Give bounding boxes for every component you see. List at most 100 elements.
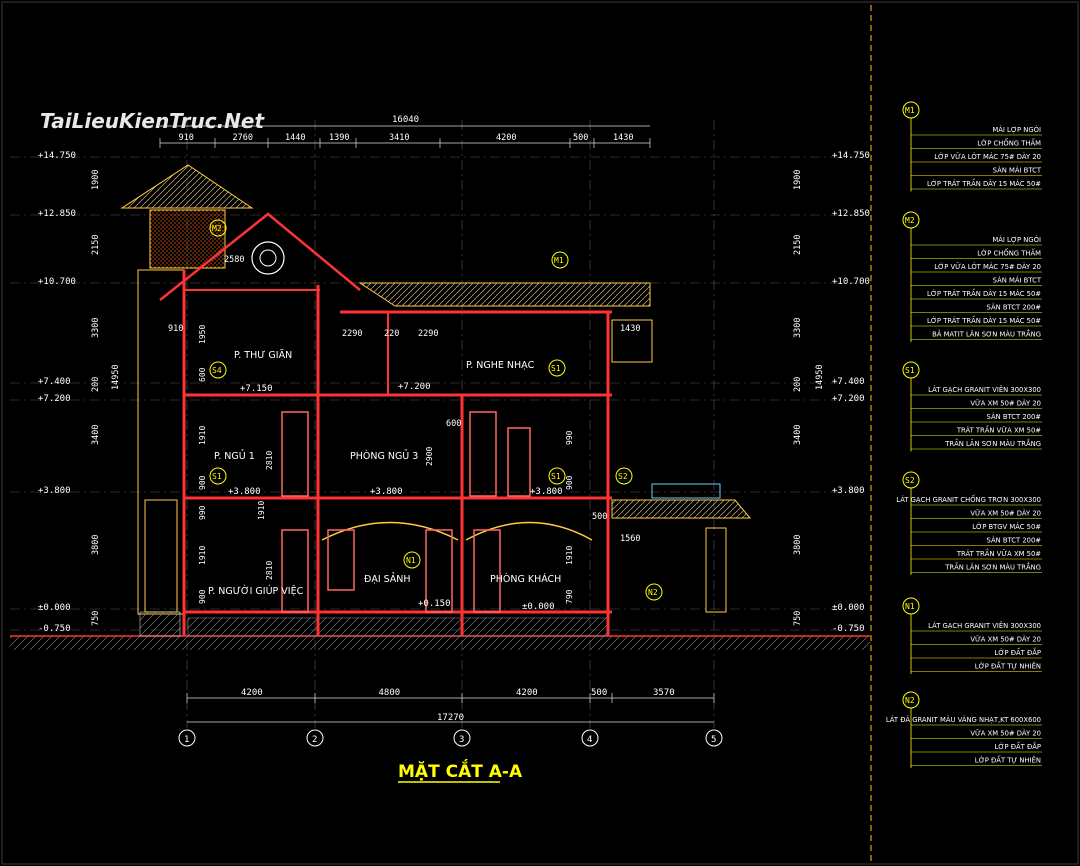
side-dim: 200: [793, 377, 803, 392]
legend-tag-m2: M2: [905, 216, 915, 225]
room-label: ĐẠI SẢNH: [364, 573, 410, 585]
inner-vertical-dim: 600: [198, 367, 207, 382]
section-tag-bubble: [209, 361, 227, 379]
inner-dim: 1430: [620, 324, 640, 334]
legend-line: MÁI LỢP NGÓI: [992, 235, 1041, 244]
side-dim: 3300: [793, 318, 803, 338]
side-dim: 750: [793, 611, 803, 626]
inner-dim: 2810: [265, 561, 274, 580]
balcony-railing: [651, 483, 721, 499]
axis-label-3: 3: [459, 735, 464, 745]
inner-vertical-dim: 900: [198, 589, 207, 604]
inner-dim: 220: [384, 329, 399, 339]
legend-line: LÁT GẠCH GRANIT CHỐNG TRƠN 300X300: [896, 494, 1041, 504]
inner-dim: 2290: [342, 329, 362, 339]
level-label-left: +7.200: [38, 394, 71, 404]
porch-column: [705, 527, 727, 613]
level-label-right: +7.200: [832, 394, 865, 404]
dim-bottom-segment: 500: [591, 688, 607, 698]
watermark-text: TaiLieuKienTruc.Net: [40, 109, 265, 133]
legend-line: VỮA XM 50# DÀY 20: [970, 635, 1041, 644]
inner-vertical-dim: 1910: [198, 426, 207, 445]
side-dim: 3800: [793, 535, 803, 555]
legend-line: TRẦN LĂN SƠN MÀU TRẮNG: [944, 562, 1041, 572]
legend-line: LÁT GẠCH GRANIT VIÊN 300X300: [928, 385, 1041, 394]
column-base: [144, 499, 178, 613]
inner-vertical-dim: 990: [198, 505, 207, 520]
floor-mark: +3.800: [530, 487, 563, 497]
legend-line: TRÁT TRẦN VỮA XM 50#: [956, 548, 1041, 558]
dim-top-segment: 2760: [233, 133, 253, 143]
dim-bottom-segment: 4200: [241, 688, 263, 698]
inner-vertical-dim: 790: [565, 589, 574, 604]
legend-line: LỚP ĐẤT TỰ NHIÊN: [975, 661, 1041, 671]
dim-top-segment: 1390: [329, 133, 349, 143]
legend-line: VỮA XM 50# DÀY 20: [970, 729, 1041, 738]
side-dim: 3400: [91, 425, 101, 445]
side-dim: 750: [91, 611, 101, 626]
legend-line: SÀN MÁI BTCT: [993, 166, 1042, 175]
inner-vertical-dim: 1910: [565, 546, 574, 565]
level-label-left: +10.700: [38, 277, 76, 287]
door-bedroom-1: [281, 411, 309, 497]
level-label-right: +7.400: [832, 377, 865, 387]
legend-line: SÀN BTCT 200#: [987, 536, 1042, 545]
side-wall-box: [611, 319, 653, 363]
inner-dim: 2900: [425, 447, 434, 466]
legend-line: LỚP ĐẤT ĐẮP: [995, 741, 1042, 751]
dim-bottom-segment: 4200: [516, 688, 538, 698]
inner-vertical-dim: 1910: [198, 546, 207, 565]
axis-bubble: [178, 729, 196, 747]
section-tag-bubble: [548, 359, 566, 377]
side-dim: 1900: [91, 170, 101, 190]
level-label-right: ±0.000: [832, 603, 865, 613]
side-dim: 2150: [793, 235, 803, 255]
building-section: [10, 164, 870, 650]
floor-mark: +3.800: [370, 487, 403, 497]
level-label-right: -0.750: [832, 624, 865, 634]
column-plinth: [139, 611, 181, 637]
axis-label-4: 4: [587, 735, 592, 745]
legend-line: SÀN BTCT 200#: [987, 303, 1042, 312]
level-label-right: +10.700: [832, 277, 870, 287]
level-label-left: +14.750: [38, 151, 76, 161]
axis-label-2: 2: [312, 735, 317, 745]
section-tag-s1: S1: [551, 472, 561, 481]
door-bedroom-3: [469, 411, 497, 497]
legend-line: TRẦN LĂN SƠN MÀU TRẮNG: [944, 438, 1041, 448]
legend-line: LỚP TRÁT TRẦN DÀY 15 MÁC 50#: [927, 288, 1041, 298]
axis-bubble: [306, 729, 324, 747]
side-dim-total-right: 14950: [815, 364, 825, 390]
section-tag-s1: S1: [551, 364, 561, 373]
side-dim: 2150: [91, 235, 101, 255]
section-tag-bubble: [548, 467, 566, 485]
floor-mark: +7.200: [398, 382, 431, 392]
door-helper-room: [281, 529, 309, 613]
foundation-fill: [187, 617, 609, 637]
legend-line: SÀN MÁI BTCT: [993, 276, 1042, 285]
axis-bubble: [581, 729, 599, 747]
legend-line: VỮA XM 50# DÀY 20: [970, 399, 1041, 408]
inner-vertical-dim: 1910: [257, 501, 266, 520]
axis-label-1: 1: [184, 735, 189, 745]
axis-label-5: 5: [711, 735, 716, 745]
inner-vertical-dim: 990: [565, 430, 574, 445]
ground-hatch: [10, 636, 870, 650]
level-label-left: +3.800: [38, 486, 71, 496]
legend-tag-s1: S1: [905, 366, 915, 375]
legend-line: LỚP CHỐNG THẤM: [977, 138, 1041, 148]
legend-line: LỚP TRÁT TRẦN DÀY 15 MÁC 50#: [927, 178, 1041, 188]
level-label-right: +14.750: [832, 151, 870, 161]
floor-mark: +0.150: [418, 599, 451, 609]
inner-dim: 2810: [265, 451, 274, 470]
dim-bottom-segment: 4800: [379, 688, 401, 698]
floor-mark: +7.150: [240, 384, 273, 394]
tower-roof: [120, 164, 254, 209]
level-label-left: +7.400: [38, 377, 71, 387]
